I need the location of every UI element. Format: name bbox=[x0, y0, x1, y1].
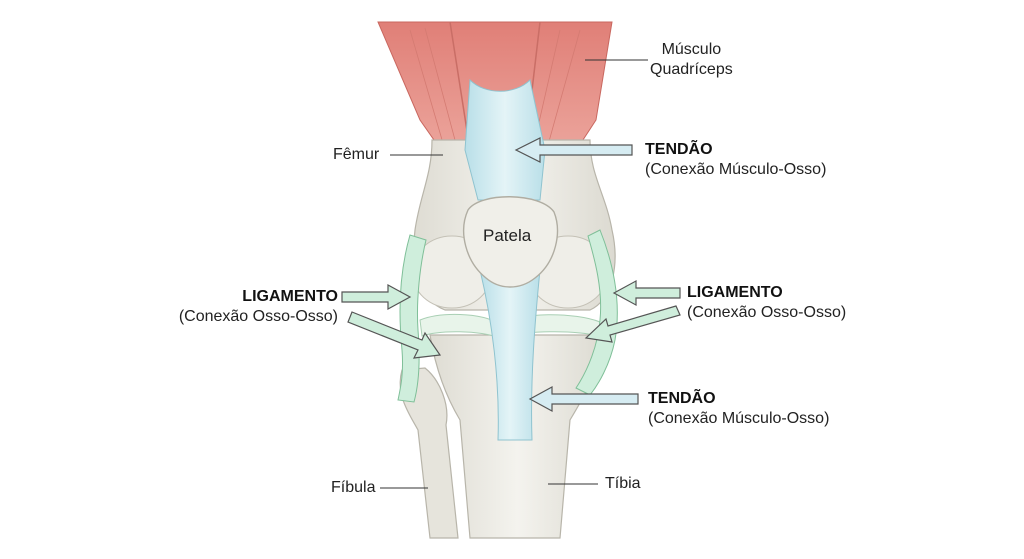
label-tendon-top-subtitle: (Conexão Músculo-Osso) bbox=[645, 161, 827, 178]
label-ligament-left-subtitle: (Conexão Osso-Osso) bbox=[178, 308, 338, 325]
label-quadriceps-line2: Quadríceps bbox=[650, 61, 733, 78]
label-tendon-top: TENDÃO (Conexão Músculo-Osso) bbox=[645, 140, 826, 180]
label-quadriceps-line1: Músculo bbox=[661, 41, 722, 58]
arrow-tendon-top bbox=[514, 137, 633, 163]
arrow-ligament-right-lower bbox=[584, 305, 681, 343]
label-patella: Patela bbox=[483, 226, 532, 245]
label-ligament-left-title: LIGAMENTO bbox=[242, 288, 338, 305]
ligament-right bbox=[575, 229, 618, 396]
label-quadriceps: Músculo Quadríceps bbox=[650, 40, 733, 80]
arrow-ligament-left-lower bbox=[347, 311, 442, 359]
arrow-ligament-right-upper bbox=[612, 279, 681, 307]
ligament-left bbox=[397, 234, 427, 403]
label-tendon-top-title: TENDÃO bbox=[645, 141, 713, 158]
label-ligament-right-subtitle: (Conexão Osso-Osso) bbox=[687, 304, 847, 321]
arrow-tendon-bottom bbox=[528, 385, 639, 413]
label-tibia: Tíbia bbox=[605, 475, 641, 492]
patella-bone bbox=[463, 196, 558, 288]
label-femur: Fêmur bbox=[333, 146, 380, 163]
arrow-ligament-left-upper bbox=[341, 283, 412, 311]
quadriceps-tendon bbox=[464, 78, 546, 201]
label-tendon-bottom-title: TENDÃO bbox=[648, 390, 716, 407]
label-fibula: Fíbula bbox=[331, 479, 376, 496]
label-ligament-right-title: LIGAMENTO bbox=[687, 284, 783, 301]
leader-lines bbox=[380, 59, 648, 489]
label-tendon-bottom-subtitle: (Conexão Músculo-Osso) bbox=[648, 410, 830, 427]
patellar-tendon bbox=[479, 269, 541, 441]
label-tendon-bottom: TENDÃO (Conexão Músculo-Osso) bbox=[648, 389, 829, 429]
label-ligament-left: LIGAMENTO (Conexão Osso-Osso) bbox=[168, 287, 338, 327]
label-ligament-right: LIGAMENTO (Conexão Osso-Osso) bbox=[687, 283, 846, 323]
